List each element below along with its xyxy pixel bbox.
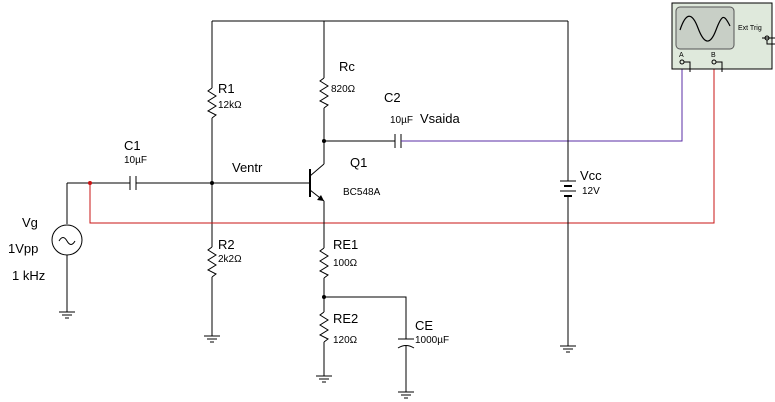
scope-channel-b-terminal[interactable] (711, 59, 723, 72)
probe-b-wire (89, 64, 715, 224)
rc-resistor[interactable] (318, 21, 329, 164)
vg-source[interactable] (51, 183, 83, 312)
ground-vg (59, 311, 75, 319)
ventr-net-label: Ventr (232, 160, 263, 175)
oscilloscope[interactable] (671, 2, 773, 70)
r1-value: 12kΩ (218, 100, 242, 111)
vcc-value: 12V (582, 186, 600, 197)
rc-label: Rc (339, 59, 355, 74)
rc-value: 820Ω (331, 84, 356, 95)
vcc-label: Vcc (580, 168, 602, 183)
c1-value: 10µF (124, 155, 147, 166)
re1-resistor[interactable] (318, 201, 329, 297)
scope-channel-b-label: B (711, 52, 716, 59)
r2-resistor[interactable] (206, 183, 217, 336)
q1-transistor[interactable] (212, 163, 325, 202)
ce-label: CE (415, 318, 433, 333)
r2-label: R2 (218, 237, 235, 252)
c2-label: C2 (384, 90, 401, 105)
scope-screen (675, 6, 735, 50)
scope-waveform (679, 15, 731, 42)
scope-channel-a-label: A (679, 52, 684, 59)
probe-a-wire (401, 64, 683, 142)
scope-ext-trig-label: Ext Trig (738, 25, 762, 32)
ce-value: 1000µF (415, 335, 449, 346)
vsaida-net-label: Vsaida (420, 111, 461, 126)
c2-value: 10µF (390, 115, 413, 126)
q1-model: BC548A (343, 187, 381, 198)
re1-label: RE1 (333, 237, 358, 252)
ground-r2 (204, 335, 220, 343)
ground-ce (398, 391, 414, 399)
ce-capacitor[interactable] (324, 296, 415, 392)
ground-re2 (316, 375, 332, 383)
vg-frequency: 1 kHz (12, 268, 45, 283)
re2-resistor[interactable] (318, 297, 329, 376)
vg-label: Vg (22, 215, 38, 230)
c1-label: C1 (124, 138, 141, 153)
r1-resistor[interactable] (206, 21, 217, 183)
scope-channel-a-terminal[interactable] (679, 59, 691, 72)
r1-label: R1 (218, 81, 235, 96)
re2-value: 120Ω (333, 335, 358, 346)
vg-amplitude: 1Vpp (8, 241, 38, 256)
scope-ext-trig-terminals[interactable] (762, 35, 775, 45)
re1-value: 100Ω (333, 258, 358, 269)
c2-capacitor[interactable] (324, 134, 402, 148)
re2-label: RE2 (333, 311, 358, 326)
q1-label: Q1 (350, 155, 367, 170)
r2-value: 2k2Ω (218, 254, 242, 265)
c1-capacitor[interactable] (67, 176, 212, 190)
vcc-battery[interactable] (560, 21, 576, 346)
ground-vcc (560, 345, 576, 353)
